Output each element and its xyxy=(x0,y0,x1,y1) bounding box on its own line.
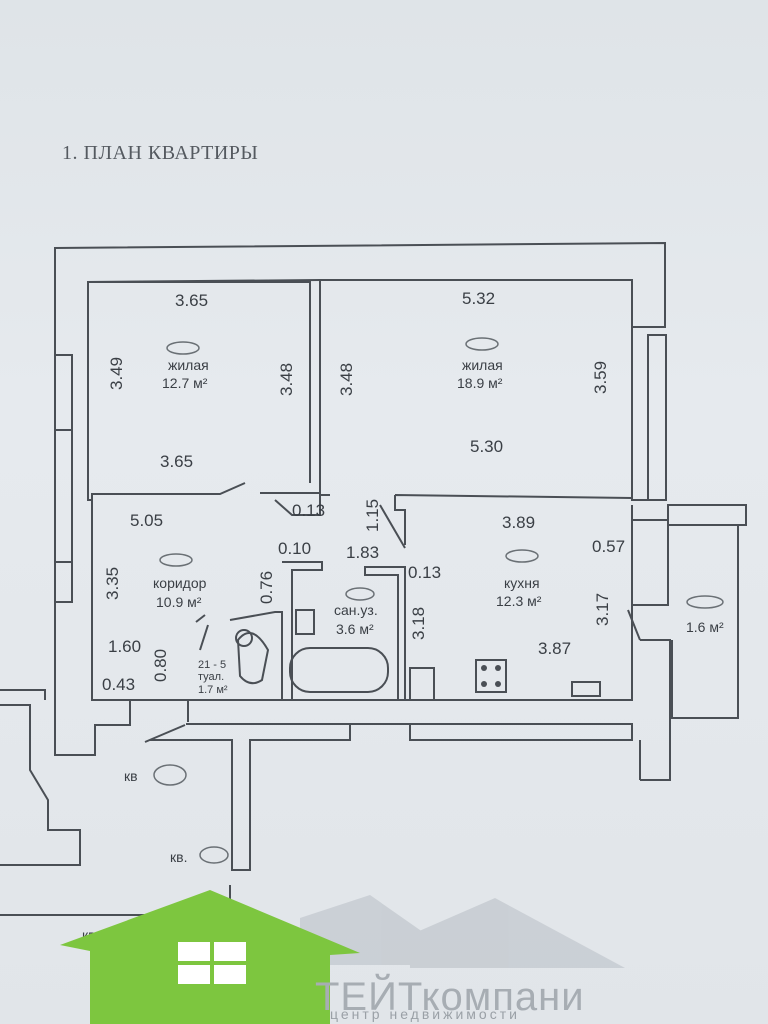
toilet-bowl-icon xyxy=(236,631,270,685)
dim-corridor-043: 0.43 xyxy=(102,675,135,694)
dim-kitchen-right: 3.17 xyxy=(593,593,612,626)
corridor-area: 10.9 м² xyxy=(156,594,202,610)
door-swing xyxy=(144,504,641,743)
left-windows xyxy=(55,354,73,603)
dim-bath-top: 1.83 xyxy=(346,543,379,562)
neighbor-kv1: кв xyxy=(124,768,138,784)
burner-icon xyxy=(481,681,487,687)
bathroom-area: 3.6 м² xyxy=(336,621,374,637)
burner-icon xyxy=(481,665,487,671)
company-logo-icon xyxy=(60,890,360,1024)
neighbor-kv2: кв. xyxy=(170,849,187,865)
toilet-area: 1.7 м² xyxy=(198,684,228,696)
toilet-tank-icon xyxy=(235,629,253,647)
kitchen-name: кухня xyxy=(504,575,540,591)
dim-corridor-013: 0.13 xyxy=(292,501,325,520)
dim-living2-top: 5.32 xyxy=(462,289,495,308)
living1-area: 12.7 м² xyxy=(162,375,208,391)
living1-name: жилая xyxy=(168,357,209,373)
dim-corridor-076: 0.76 xyxy=(257,571,276,604)
dim-bath-013: 0.13 xyxy=(408,563,441,582)
balcony-area: 1.6 м² xyxy=(686,619,724,635)
toilet-name: туал. xyxy=(198,671,224,683)
stove-icon xyxy=(475,659,507,693)
living2-name: жилая xyxy=(462,357,503,373)
bottom-wall xyxy=(130,605,633,871)
heater-icon xyxy=(571,681,601,697)
sink-icon xyxy=(295,609,315,635)
outer-wall xyxy=(54,241,666,756)
dim-corridor-top: 5.05 xyxy=(130,511,163,530)
dim-living1-bottom: 3.65 xyxy=(160,452,193,471)
dim-kitchen-bottom: 3.87 xyxy=(538,639,571,658)
burner-icon xyxy=(495,665,501,671)
toilet-code: 21 - 5 xyxy=(198,659,226,671)
corridor-name: коридор xyxy=(153,575,207,591)
partition-kitchen-top xyxy=(394,494,633,545)
dim-corridor-080: 0.80 xyxy=(151,649,170,682)
dim-living2-right: 3.59 xyxy=(591,361,610,394)
bathroom-name: сан.уз. xyxy=(334,602,378,618)
partition-living1 xyxy=(91,482,321,516)
burner-icon xyxy=(495,681,501,687)
dim-passage: 1.15 xyxy=(363,499,382,532)
kitchen-area: 12.3 м² xyxy=(496,593,542,609)
right-wall xyxy=(631,327,747,606)
dim-corridor-left: 3.35 xyxy=(103,567,122,600)
logo-subtitle: центр недвижимости xyxy=(330,1006,520,1022)
dim-corridor-010: 0.10 xyxy=(278,539,311,558)
dim-kitchen-top: 3.89 xyxy=(502,513,535,532)
bathtub-icon xyxy=(289,647,389,693)
balcony xyxy=(640,524,739,781)
dim-bath-right: 3.18 xyxy=(409,607,428,640)
dim-corridor-160: 1.60 xyxy=(108,637,141,656)
dim-kitchen-057: 0.57 xyxy=(592,537,625,556)
dim-living1-top: 3.65 xyxy=(175,291,208,310)
scribble-marks xyxy=(153,337,724,864)
plan-title: 1. ПЛАН КВАРТИРЫ xyxy=(62,142,259,164)
dim-living1-right: 3.48 xyxy=(277,363,296,396)
dim-living2-bottom: 5.30 xyxy=(470,437,503,456)
kitchen-sink-icon xyxy=(409,667,435,701)
neighbor-walls xyxy=(0,689,641,916)
logo-text: ТЕЙТкомпани xyxy=(315,975,585,1019)
dim-living2-left: 3.48 xyxy=(337,363,356,396)
living2-area: 18.9 м² xyxy=(457,375,503,391)
dim-living1-left: 3.49 xyxy=(107,357,126,390)
